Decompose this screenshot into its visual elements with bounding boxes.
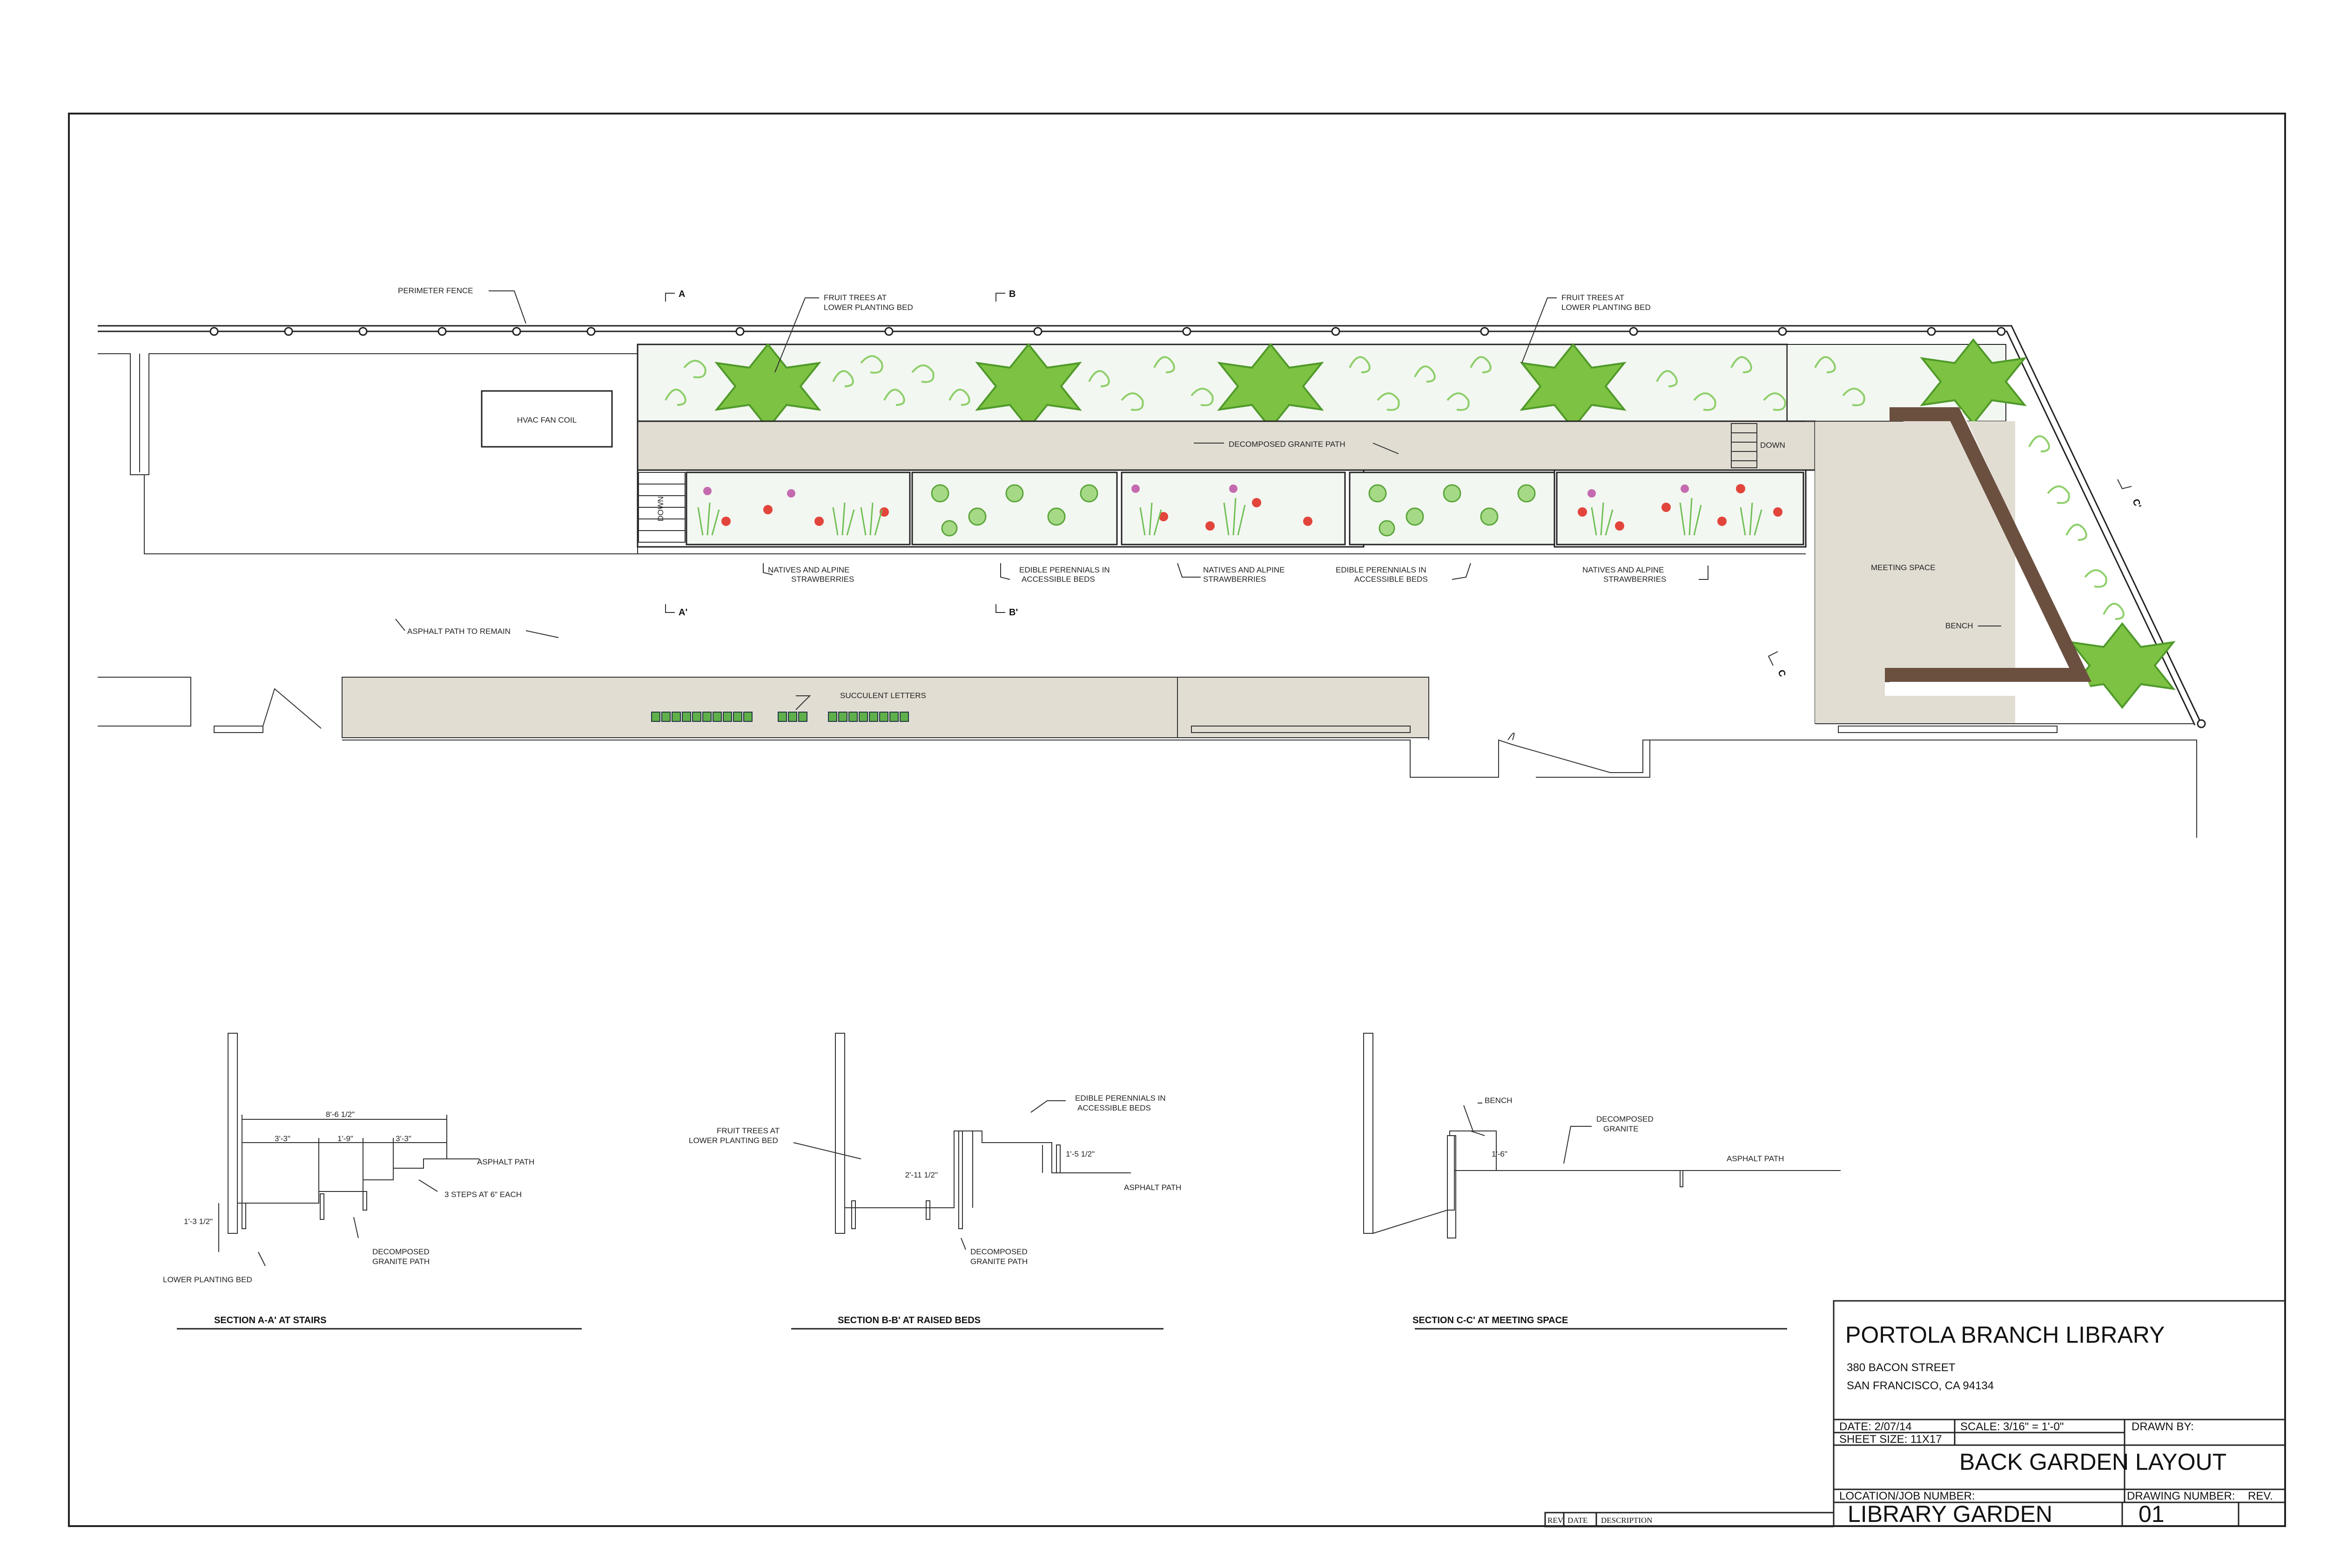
natives-label-3a: NATIVES AND ALPINE — [1582, 565, 1664, 574]
fruit-trees-label-1a: FRUIT TREES AT — [824, 293, 887, 302]
bb-dim-2: 2'-11 1/2" — [905, 1171, 938, 1179]
section-cc: BENCH DECOMPOSED GRANITE 1'-6" ASPHALT P… — [1363, 1033, 1841, 1330]
stairs-right — [1731, 423, 1757, 468]
section-mark-c: C — [1776, 668, 1788, 678]
drawn-by-field: DRAWN BY: — [2132, 1420, 2194, 1433]
dg-path — [637, 420, 1816, 471]
drawing-number-value: 01 — [2139, 1501, 2165, 1527]
bb-fruit-2: LOWER PLANTING BED — [689, 1136, 778, 1145]
bb-dim-1: 1'-5 1/2" — [1066, 1150, 1095, 1158]
aa-dim-2: 1'-9" — [337, 1134, 353, 1143]
aa-dim-3: 3'-3" — [396, 1134, 411, 1143]
cc-dg-2: GRANITE — [1603, 1124, 1639, 1133]
asphalt-remain-label: ASPHALT PATH TO REMAIN — [407, 627, 511, 636]
leader-lines — [395, 290, 1708, 710]
swirl-plantings — [665, 355, 2149, 681]
upper-planting-bed — [637, 343, 1788, 422]
section-mark-b-prime: B' — [1009, 607, 1018, 618]
natives-label-3b: STRAWBERRIES — [1603, 575, 1666, 584]
natives-label-2a: NATIVES AND ALPINE — [1203, 565, 1285, 574]
edible-plantings — [931, 484, 1536, 537]
cc-asphalt: ASPHALT PATH — [1727, 1154, 1784, 1163]
sheet-size-field: SHEET SIZE: 11X17 — [1839, 1433, 1942, 1446]
bench — [1885, 407, 2094, 696]
aa-lower-bed: LOWER PLANTING BED — [163, 1275, 252, 1284]
aa-dg-2: GRANITE PATH — [372, 1257, 430, 1266]
dg-path-label: DECOMPOSED GRANITE PATH — [1229, 440, 1345, 449]
rev-label: REV. — [2248, 1490, 2273, 1502]
date-field: DATE: 2/07/14 — [1839, 1420, 1912, 1433]
drawing-number-label: DRAWING NUMBER: — [2127, 1490, 2235, 1502]
aa-asphalt: ASPHALT PATH — [477, 1157, 534, 1166]
fruit-trees-label-2b: LOWER PLANTING BED — [1561, 303, 1651, 312]
address-2: SAN FRANCISCO, CA 94134 — [1847, 1380, 1994, 1392]
cc-dg-1: DECOMPOSED — [1596, 1115, 1654, 1124]
cc-title: SECTION C-C' AT MEETING SPACE — [1412, 1315, 1568, 1326]
aa-title: SECTION A-A' AT STAIRS — [214, 1315, 326, 1326]
cc-bench: BENCH — [1485, 1096, 1513, 1105]
aa-dim-total: 8'-6 1/2" — [326, 1110, 355, 1119]
section-mark-a: A — [679, 289, 685, 299]
bb-edible-2: ACCESSIBLE BEDS — [1077, 1104, 1151, 1112]
down-label-right: DOWN — [1760, 441, 1785, 450]
desc-col: DESCRIPTION — [1601, 1516, 1653, 1525]
scale-field: SCALE: 3/16" = 1'-0" — [1960, 1420, 2064, 1433]
fruit-trees-label-2a: FRUIT TREES AT — [1561, 293, 1624, 302]
section-mark-a-prime: A' — [679, 607, 687, 618]
natives-label-1a: NATIVES AND ALPINE — [768, 565, 849, 574]
hvac-label: HVAC FAN COIL — [517, 416, 577, 424]
aa-steps: 3 STEPS AT 6" EACH — [444, 1190, 522, 1199]
building-right — [98, 677, 2197, 838]
section-mark-c-prime: C' — [2130, 498, 2143, 510]
building-left — [98, 353, 638, 554]
fruit-trees-label-1b: LOWER PLANTING BED — [824, 303, 913, 312]
native-plantings — [697, 484, 1782, 536]
edible-label-2a: EDIBLE PERENNIALS IN — [1336, 565, 1426, 574]
section-mark-b: B — [1009, 289, 1016, 299]
succulent-label: SUCCULENT LETTERS — [840, 691, 926, 700]
bb-fruit-1: FRUIT TREES AT — [717, 1126, 780, 1135]
hvac-fan-coil — [481, 390, 613, 448]
down-label-left: DOWN — [656, 496, 665, 521]
section-aa: 8'-6 1/2" 3'-3" 1'-9" 3'-3" 1'-3 1/2" AS… — [163, 1033, 582, 1330]
bb-dg-2: GRANITE PATH — [970, 1257, 1028, 1266]
drawing-title: BACK GARDEN LAYOUT — [1959, 1449, 2226, 1475]
bb-dg-1: DECOMPOSED — [970, 1247, 1028, 1256]
aa-dim-height: 1'-3 1/2" — [184, 1217, 213, 1226]
perimeter-fence-label: PERIMETER FENCE — [398, 286, 473, 295]
bb-asphalt: ASPHALT PATH — [1124, 1183, 1181, 1192]
meeting-space-label: MEETING SPACE — [1871, 563, 1936, 572]
section-bb: FRUIT TREES AT LOWER PLANTING BED EDIBLE… — [689, 1033, 1181, 1330]
project-title: PORTOLA BRANCH LIBRARY — [1845, 1322, 2165, 1348]
location-label: LOCATION/JOB NUMBER: — [1839, 1490, 1975, 1502]
site-plan: HVAC FAN COIL — [98, 286, 2206, 838]
natives-label-2b: STRAWBERRIES — [1203, 575, 1266, 584]
cc-dim: 1'-6" — [1492, 1150, 1507, 1158]
natives-label-1b: STRAWBERRIES — [791, 575, 854, 584]
section-marks — [665, 293, 2132, 666]
succulent-letters — [651, 712, 909, 722]
bb-title: SECTION B-B' AT RAISED BEDS — [838, 1315, 981, 1326]
edible-label-1a: EDIBLE PERENNIALS IN — [1019, 565, 1110, 574]
location-value: LIBRARY GARDEN — [1848, 1501, 2052, 1527]
aa-dim-1: 3'-3" — [275, 1134, 290, 1143]
bench-label: BENCH — [1945, 621, 1973, 630]
edible-label-2b: ACCESSIBLE BEDS — [1354, 575, 1428, 584]
stairs-left — [638, 472, 686, 543]
perimeter-fence — [98, 325, 2206, 728]
rev-col: REV — [1547, 1516, 1564, 1525]
raised-beds — [637, 469, 1807, 548]
bb-edible-1: EDIBLE PERENNIALS IN — [1075, 1094, 1166, 1103]
edible-label-1b: ACCESSIBLE BEDS — [1022, 575, 1095, 584]
address-1: 380 BACON STREET — [1847, 1361, 1956, 1374]
title-block: PORTOLA BRANCH LIBRARY 380 BACON STREET … — [1544, 1300, 2286, 1528]
date-col: DATE — [1567, 1516, 1587, 1525]
aa-dg-1: DECOMPOSED — [372, 1247, 430, 1256]
sheet-border — [68, 113, 2286, 1527]
